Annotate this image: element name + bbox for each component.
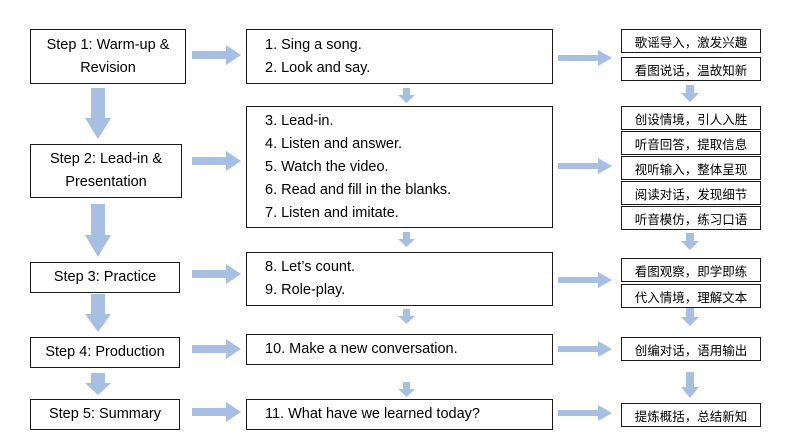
step-label-4: Step 4: Production [45,344,165,360]
note-box-8: 看图观察，即学即练 [621,258,761,282]
note-box-11: 提炼概括，总结新知 [621,403,761,427]
step-right-arrow-1 [192,45,241,65]
activity-down-arrow-3 [398,309,415,324]
step-right-arrow-5 [192,402,241,422]
note-down-arrow-3 [681,308,699,326]
activity-down-arrow-2 [398,232,415,247]
step-box-5: Step 5: Summary [30,399,180,430]
activity-box-1: 1. Sing a song. 2. Look and say. [246,29,553,84]
step-down-arrow-2 [85,204,111,257]
activity-box-3: 8. Let’s count. 9. Role-play. [246,252,553,306]
activity-item: 2. Look and say. [265,59,371,76]
note-box-2: 看图说话，温故知新 [621,57,761,81]
activity-box-2: 3. Lead-in. 4. Listen and answer. 5. Wat… [246,106,553,228]
activity-item: 11. What have we learned today? [265,406,480,422]
note-box-5: 视听输入，整体呈现 [621,156,761,180]
activity-item: 9. Role-play. [265,282,346,298]
note-text: 歌谣导入，激发兴趣 [634,34,748,50]
note-box-7: 听音模仿，练习口语 [621,206,761,230]
step-right-arrow-4 [192,339,241,359]
step-down-arrow-4 [85,373,111,395]
note-down-arrow-1 [681,85,699,102]
note-text: 创编对话，语用输出 [634,342,748,358]
step-label-3: Step 3: Practice [53,269,157,285]
note-text: 听音模仿，练习口语 [634,211,748,227]
activity-item: 5. Watch the video. [265,158,389,175]
activity-item: 7. Listen and imitate. [265,204,399,221]
activity-item: 6. Read and fill in the blanks. [265,181,452,198]
activity-item: 3. Lead-in. [265,112,334,129]
note-text: 阅读对话，发现细节 [634,186,748,202]
note-down-arrow-4 [681,372,699,398]
note-box-10: 创编对话，语用输出 [621,337,761,361]
step-label-5: Step 5: Summary [48,406,161,422]
activity-right-arrow-1 [558,50,612,66]
step-label-1: Step 1: Warm-up & Revision [46,36,170,76]
step-right-arrow-2 [192,151,241,171]
note-text: 代入情境，理解文本 [634,289,748,305]
note-text: 看图观察，即学即练 [634,263,748,279]
step-down-arrow-3 [85,294,111,332]
note-text: 听音回答，提取信息 [634,136,748,152]
activity-item: 8. Let’s count. [265,259,356,275]
note-text: 提炼概括，总结新知 [634,408,748,424]
step-box-1: Step 1: Warm-up & Revision [30,29,186,84]
activity-right-arrow-4 [558,341,612,357]
note-box-9: 代入情境，理解文本 [621,284,761,308]
activity-item: 10. Make a new conversation. [265,341,458,357]
step-down-arrow-1 [85,88,111,139]
activity-right-arrow-3 [558,272,612,288]
step-right-arrow-3 [192,264,241,284]
note-text: 视听输入，整体呈现 [634,161,748,177]
activity-box-5: 11. What have we learned today? [246,399,553,430]
step-box-4: Step 4: Production [30,337,180,368]
step-box-2: Step 2: Lead-in & Presentation [30,144,182,198]
note-box-1: 歌谣导入，激发兴趣 [621,29,761,53]
note-text: 创设情境，引人入胜 [634,111,748,127]
activity-right-arrow-2 [558,158,612,174]
activity-item: 4. Listen and answer. [265,135,403,152]
note-text: 看图说话，温故知新 [634,62,748,78]
step-box-3: Step 3: Practice [30,262,180,293]
activity-down-arrow-4 [398,382,415,397]
step-label-2: Step 2: Lead-in & Presentation [49,151,163,190]
activity-right-arrow-5 [558,405,612,421]
note-box-6: 阅读对话，发现细节 [621,181,761,205]
note-down-arrow-2 [681,233,699,250]
note-box-4: 听音回答，提取信息 [621,131,761,155]
activity-down-arrow-1 [398,88,415,103]
note-box-3: 创设情境，引人入胜 [621,106,761,130]
activity-item: 1. Sing a song. [265,36,362,53]
activity-box-4: 10. Make a new conversation. [246,334,553,365]
